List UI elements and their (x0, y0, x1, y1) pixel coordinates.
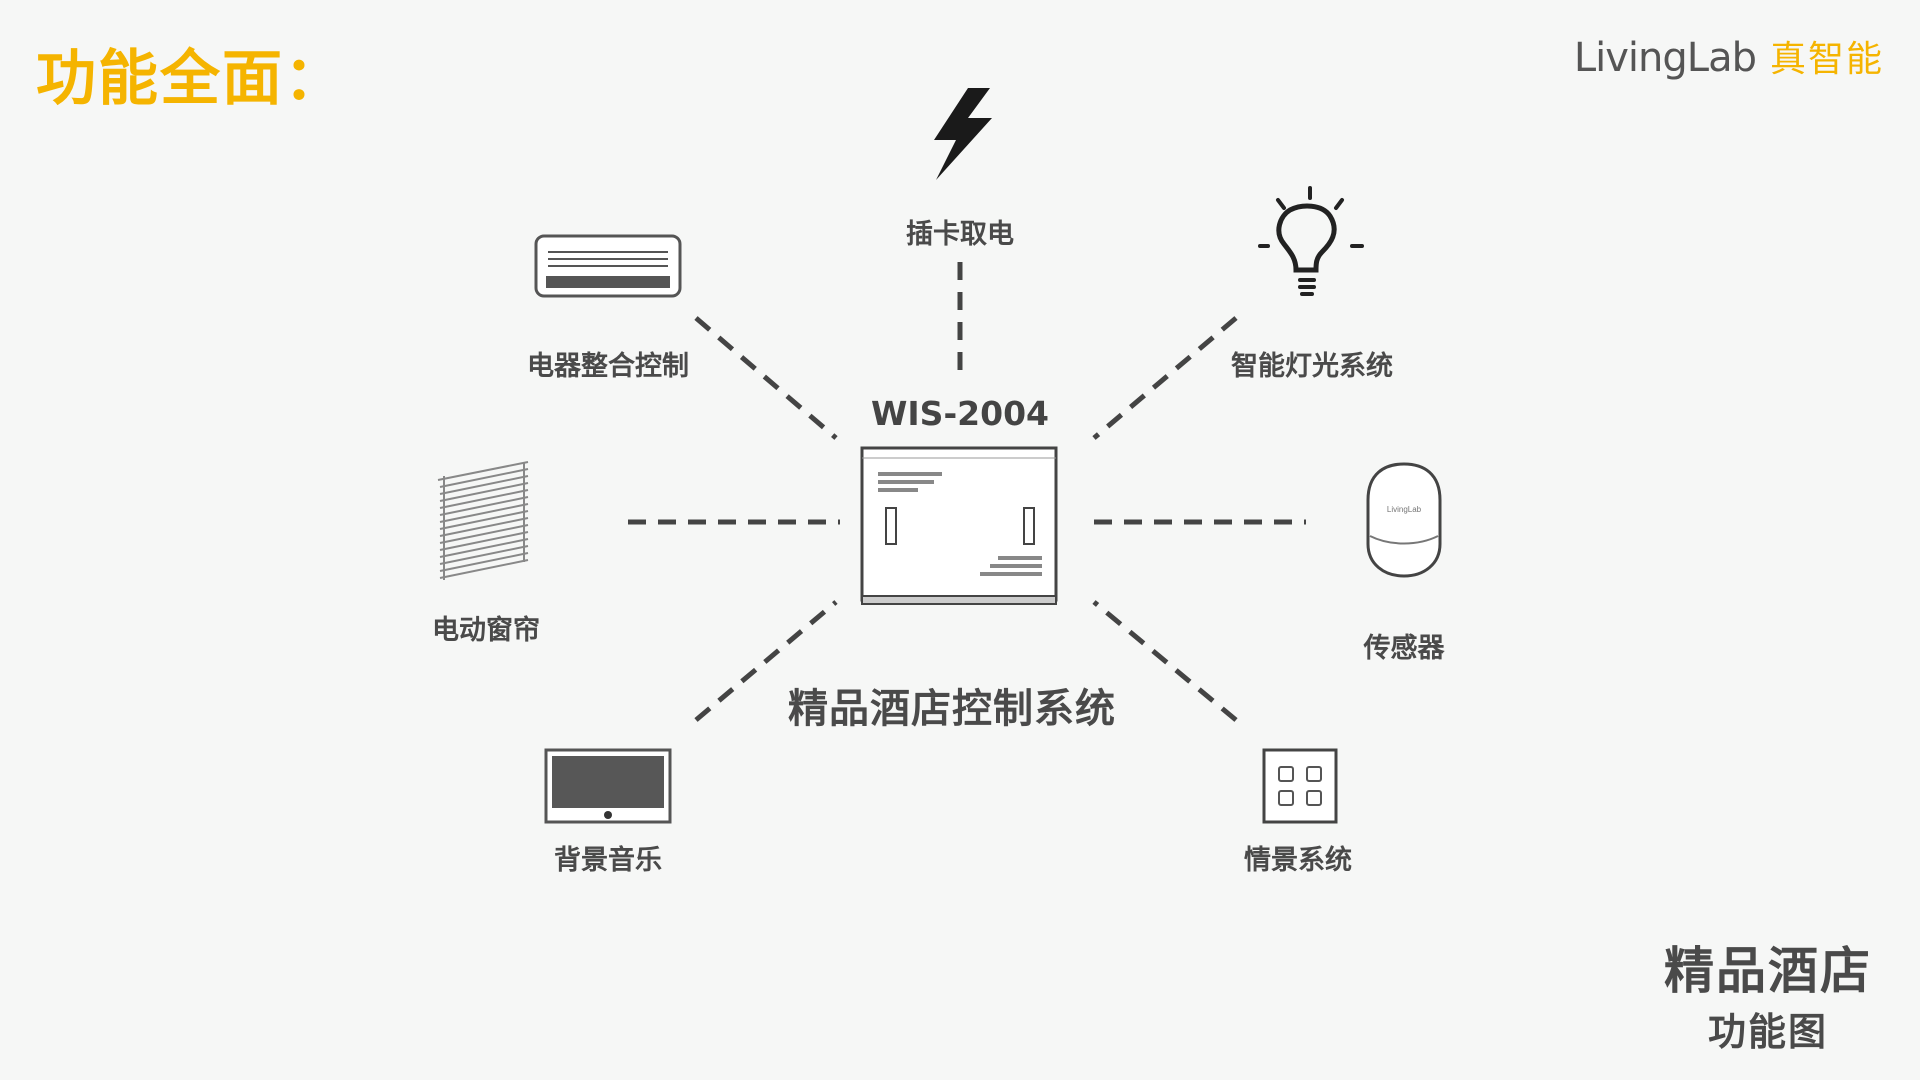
scene-panel-icon (1262, 748, 1338, 824)
brand-name-en: LivingLab (1573, 35, 1757, 81)
hub-caption: 精品酒店控制系统 (788, 686, 1116, 732)
brand-name-cn: 真智能 (1769, 39, 1884, 80)
label-sensor: 传感器 (1363, 633, 1445, 664)
control-box-icon (860, 446, 1058, 605)
brand-logo: LivingLab 真智能 (1574, 30, 1884, 82)
light-bulb-icon (1258, 186, 1364, 296)
corner-title-line1: 精品酒店 (1664, 942, 1872, 1000)
sensor-logo-text: LivingLab (1387, 505, 1422, 514)
motion-sensor-icon: LivingLab (1366, 462, 1442, 578)
page-title: 功能全面： (36, 44, 346, 114)
label-power-card: 插卡取电 (906, 219, 1014, 250)
label-music: 背景音乐 (554, 845, 662, 876)
window-blinds-icon (437, 461, 529, 580)
corner-title: 精品酒店 功能图 (1664, 931, 1872, 1056)
label-lighting: 智能灯光系统 (1231, 351, 1393, 382)
air-conditioner-icon (534, 234, 682, 298)
corner-title-line2: 功能图 (1707, 1010, 1828, 1054)
lightning-icon (934, 88, 992, 180)
connector-music (694, 600, 838, 722)
label-curtain: 电动窗帘 (432, 615, 540, 646)
label-appliance: 电器整合控制 (527, 351, 689, 382)
display-screen-icon (544, 748, 672, 824)
hub-model-label: WIS-2004 (871, 394, 1049, 433)
label-scene: 情景系统 (1244, 845, 1352, 876)
connector-appliance (694, 316, 838, 440)
connector-scene (1092, 600, 1238, 722)
connector-lighting (1092, 316, 1238, 440)
